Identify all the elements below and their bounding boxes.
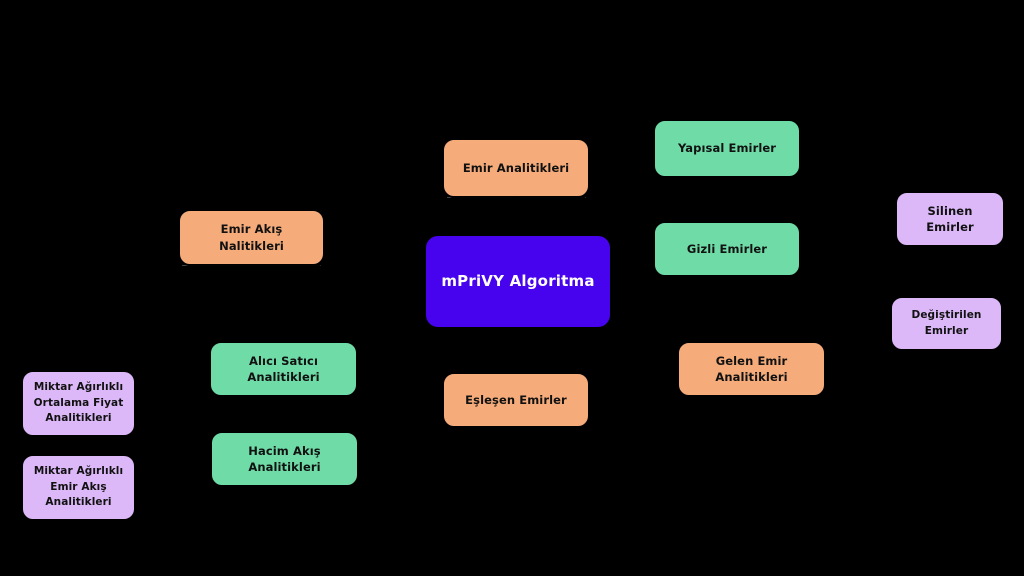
node-label-emir-analitikleri: Emir Analitikleri <box>462 160 570 175</box>
seam-artifact-emir-akis <box>182 265 321 266</box>
node-label-yapisal-emirler: Yapısal Emirler <box>677 141 777 156</box>
node-label-miktar-agirlikli-emir-akis-analitikleri: Miktar Ağırlıklı Emir Akış Analitikleri <box>33 464 124 509</box>
central-node-mprivy-algoritma[interactable]: mPriVY Algoritma <box>425 235 611 328</box>
node-gizli-emirler[interactable]: Gizli Emirler <box>654 222 800 276</box>
node-label-eslesen-emirler: Eşleşen Emirler <box>465 392 567 407</box>
node-label-degistirilen-emirler: Değiştirilen Emirler <box>911 308 982 337</box>
node-hacim-akis-analitikleri[interactable]: Hacim Akış Analitikleri <box>211 432 358 486</box>
node-alici-satici-analitikleri[interactable]: Alıcı Satıcı Analitikleri <box>210 342 357 396</box>
central-node-label: mPriVY Algoritma <box>441 271 595 290</box>
node-yapisal-emirler[interactable]: Yapısal Emirler <box>654 120 800 177</box>
node-eslesen-emirler[interactable]: Eşleşen Emirler <box>443 373 589 427</box>
node-emir-analitikleri[interactable]: Emir Analitikleri <box>443 139 589 197</box>
seam-artifact-emir-analitikleri-2 <box>520 197 586 198</box>
node-miktar-agirlikli-ortalama-fiyat-analitikleri[interactable]: Miktar Ağırlıklı Ortalama Fiyat Analitik… <box>22 371 135 436</box>
node-degistirilen-emirler[interactable]: Değiştirilen Emirler <box>891 297 1002 350</box>
node-label-miktar-agirlikli-ortalama-fiyat-analitikleri: Miktar Ağırlıklı Ortalama Fiyat Analitik… <box>33 380 124 425</box>
node-label-alici-satici-analitikleri: Alıcı Satıcı Analitikleri <box>247 353 320 384</box>
node-emir-akis-nalitikleri[interactable]: Emir Akış Nalitikleri <box>179 210 324 265</box>
node-label-gizli-emirler: Gizli Emirler <box>686 241 768 256</box>
node-gelen-emir-analitikleri[interactable]: Gelen Emir Analitikleri <box>678 342 825 396</box>
node-miktar-agirlikli-emir-akis-analitikleri[interactable]: Miktar Ağırlıklı Emir Akış Analitikleri <box>22 455 135 520</box>
node-label-hacim-akis-analitikleri: Hacim Akış Analitikleri <box>248 443 321 474</box>
seam-artifact-emir-analitikleri <box>447 197 513 198</box>
node-label-silinen-emirler: Silinen Emirler <box>926 203 974 234</box>
node-label-gelen-emir-analitikleri: Gelen Emir Analitikleri <box>715 353 788 384</box>
node-label-emir-akis-nalitikleri: Emir Akış Nalitikleri <box>219 222 284 253</box>
node-silinen-emirler[interactable]: Silinen Emirler <box>896 192 1004 246</box>
